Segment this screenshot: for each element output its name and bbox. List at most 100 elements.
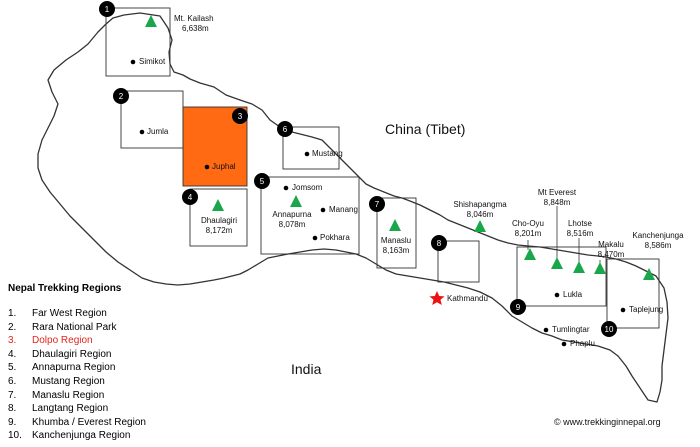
region-markers bbox=[99, 1, 617, 337]
legend-number: 2. bbox=[8, 321, 17, 333]
town-label-juphal: Juphal bbox=[212, 162, 236, 171]
peak-name: Shishapangma bbox=[453, 200, 507, 209]
legend-label: Far West Region bbox=[32, 308, 107, 319]
peak-icon-annapurna bbox=[290, 195, 302, 207]
region-marker-4 bbox=[182, 189, 198, 205]
peak-name: Annapurna bbox=[272, 210, 312, 219]
town-label-tumlingtar: Tumlingtar bbox=[552, 325, 590, 334]
peak-icon-manaslu bbox=[389, 219, 401, 231]
peak-name: Mt. Kailash bbox=[174, 14, 214, 23]
credit-text: © www.trekkinginnepal.org bbox=[554, 417, 661, 427]
legend-label: Khumba / Everest Region bbox=[32, 416, 146, 428]
town-label-jomsom: Jomsom bbox=[292, 183, 323, 192]
town-label-manang: Manang bbox=[329, 205, 358, 214]
town-label-taplejung: Taplejung bbox=[629, 305, 664, 314]
peak-label-manaslu: Manaslu 8,163m bbox=[378, 236, 414, 256]
region-marker-5 bbox=[254, 173, 270, 189]
legend-label: Langtang Region bbox=[32, 403, 109, 415]
peak-name: Makalu bbox=[598, 240, 624, 249]
town-label-lukla: Lukla bbox=[563, 290, 583, 299]
town-label-phaplu: Phaplu bbox=[570, 339, 595, 348]
region-box-7 bbox=[376, 197, 417, 269]
legend-number: 4. bbox=[8, 348, 17, 360]
peak-icon-makalu bbox=[594, 262, 606, 274]
peak-name: Lhotse bbox=[567, 219, 593, 228]
region-box-1 bbox=[105, 7, 171, 77]
region-number-5: 5 bbox=[260, 177, 265, 186]
peak-label-everest: Mt Everest 8,848m bbox=[532, 188, 582, 208]
town-dot-juphal bbox=[204, 164, 210, 170]
legend-number: 1. bbox=[8, 308, 17, 319]
legend-number: 10. bbox=[8, 430, 22, 442]
region-box-2 bbox=[120, 90, 184, 149]
town-label-mustang: Mustang bbox=[312, 149, 343, 158]
region-number-3: 3 bbox=[238, 112, 243, 121]
peak-height: 8,163m bbox=[382, 246, 410, 255]
region-marker-8 bbox=[431, 235, 447, 251]
region-number-4: 4 bbox=[188, 193, 193, 202]
peak-height: 8,078m bbox=[278, 220, 306, 229]
peak-icon-everest bbox=[551, 257, 563, 269]
peak-label-kailash: Mt. Kailash 6,638m bbox=[174, 14, 214, 34]
peak-name: Mt Everest bbox=[537, 188, 577, 197]
legend-number: 3. bbox=[8, 335, 17, 347]
town-dot-mustang bbox=[304, 151, 310, 157]
region-number-1: 1 bbox=[105, 5, 110, 14]
legend-number: 8. bbox=[8, 403, 17, 415]
legend-item-8: 8. Langtang Region bbox=[8, 402, 146, 416]
region-box-5 bbox=[260, 176, 360, 255]
peak-name: Dhaulagiri bbox=[200, 216, 238, 225]
region-marker-3 bbox=[232, 108, 248, 124]
legend-label: Annapurna Region bbox=[32, 362, 116, 374]
peak-icon-dhaulagiri bbox=[212, 199, 224, 211]
region-number-10: 10 bbox=[605, 325, 614, 334]
region-number-7: 7 bbox=[375, 200, 380, 209]
legend-list: 1.Far West Region 2.Rara National Park 3… bbox=[8, 307, 146, 443]
peak-icon-kanchenjunga bbox=[643, 268, 655, 280]
peak-icon-lhotse bbox=[573, 261, 585, 273]
region-marker-2 bbox=[113, 88, 129, 104]
legend-item-5: 5. Annapurna Region bbox=[8, 361, 146, 375]
legend-number: 5. bbox=[8, 362, 17, 374]
region-marker-9 bbox=[510, 299, 526, 315]
peak-label-makalu: Makalu 8,470m bbox=[594, 240, 628, 260]
region-marker-7 bbox=[369, 196, 385, 212]
town-dot-taplejung bbox=[620, 307, 626, 313]
peak-height: 8,848m bbox=[543, 198, 571, 207]
region-number-6: 6 bbox=[283, 125, 288, 134]
town-dot-jomsom bbox=[283, 185, 289, 191]
peak-height: 8,470m bbox=[597, 250, 625, 259]
capital-star-icon bbox=[429, 291, 445, 305]
legend-number: 6. bbox=[8, 375, 17, 387]
peak-name: Kanchenjunga bbox=[632, 231, 684, 240]
region-box-4 bbox=[189, 188, 248, 247]
nepal-border bbox=[37, 12, 669, 403]
legend-label: Kanchenjunga Region bbox=[32, 430, 131, 442]
peak-height: 8,586m bbox=[644, 241, 672, 250]
legend-item-6: 6. Mustang Region bbox=[8, 375, 146, 389]
legend-label: Manaslu Region bbox=[32, 389, 105, 401]
peak-height: 8,201m bbox=[514, 229, 542, 238]
legend-label: Dhaulagiri Region bbox=[32, 348, 112, 360]
peak-height: 8,046m bbox=[466, 210, 494, 219]
legend-label: Mustang Region bbox=[32, 375, 105, 387]
region-box-9 bbox=[516, 246, 607, 307]
town-label-jumla: Jumla bbox=[147, 127, 169, 136]
region-box-8 bbox=[437, 240, 480, 283]
peak-name: Manaslu bbox=[380, 236, 412, 245]
peak-icon-kailash bbox=[145, 15, 157, 27]
region-number-9: 9 bbox=[516, 303, 521, 312]
town-dot-pokhara bbox=[312, 235, 318, 241]
legend-item-1: 1. Far West Region bbox=[8, 307, 146, 321]
peak-icon-shishapangma bbox=[474, 220, 486, 232]
town-dot-phaplu bbox=[561, 341, 567, 347]
india-label: India bbox=[291, 361, 322, 377]
legend-item-3: 3.Dolpo Region bbox=[8, 334, 146, 348]
peak-icon-cho-oyu bbox=[524, 248, 536, 260]
region-number-2: 2 bbox=[119, 92, 124, 101]
region-marker-1 bbox=[99, 1, 115, 17]
peak-label-dhaulagiri: Dhaulagiri 8,172m bbox=[198, 216, 240, 236]
legend-item-7: 7.Manaslu Region bbox=[8, 389, 146, 403]
region-marker-6 bbox=[277, 121, 293, 137]
peak-height: 8,172m bbox=[205, 226, 233, 235]
